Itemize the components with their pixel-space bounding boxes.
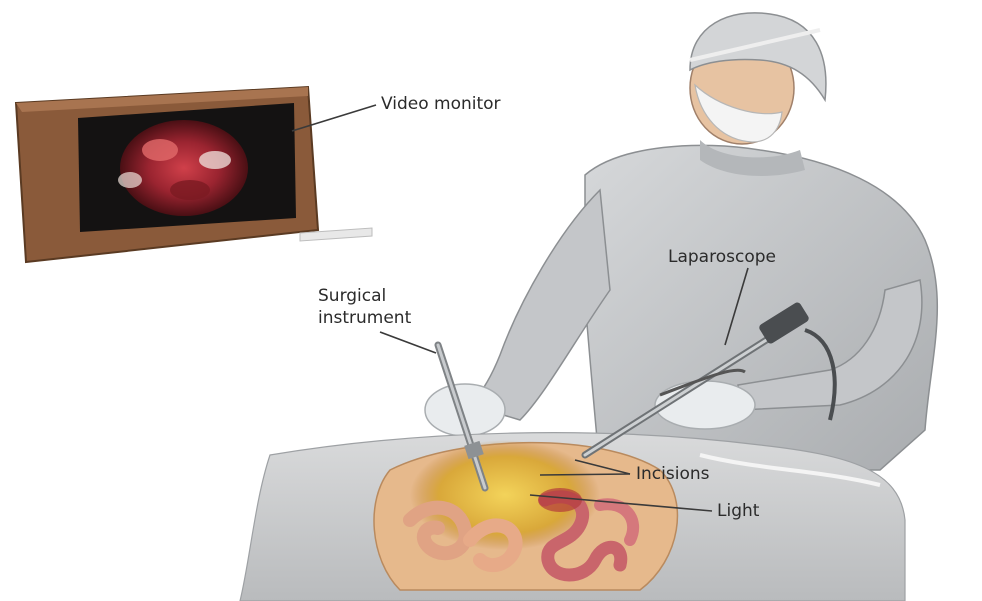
label-surgical-line1: Surgical (318, 285, 411, 307)
label-laparoscope: Laparoscope (668, 246, 776, 268)
label-surgical-instrument: Surgical instrument (318, 285, 411, 329)
video-monitor (16, 87, 372, 262)
label-light: Light (717, 500, 759, 522)
label-video-monitor: Video monitor (381, 93, 501, 115)
label-surgical-line2: instrument (318, 307, 411, 329)
patient-drape (240, 433, 905, 601)
surgeon-figure (425, 13, 937, 470)
leader-surgical-instrument (380, 332, 436, 353)
leader-incisions-2 (540, 474, 630, 475)
label-incisions: Incisions (636, 463, 709, 485)
